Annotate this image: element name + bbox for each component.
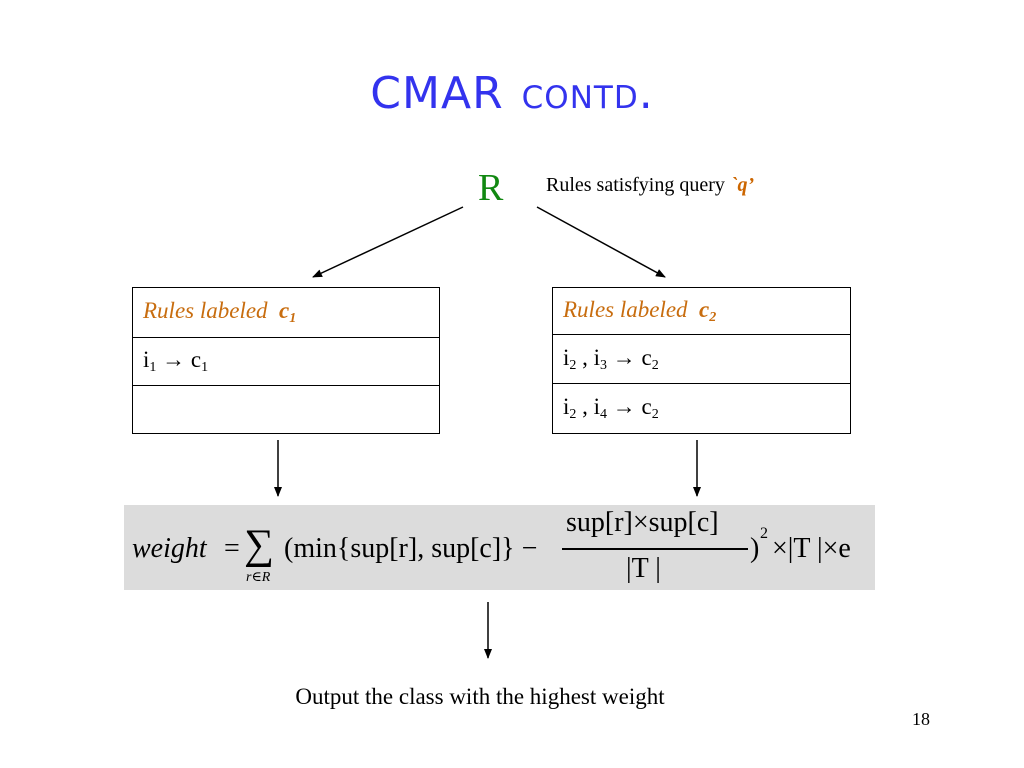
arrow-to-table1 [312, 206, 464, 278]
table2-row-2: i2 , i4 → c2 [552, 383, 851, 434]
formula-numerator: sup[r]×sup[c] [566, 507, 719, 538]
rule-set-description: Rules satisfying query`q’ [546, 174, 754, 197]
output-caption: Output the class with the highest weight [295, 684, 665, 709]
formula-rest: ×|T |×e [772, 533, 851, 564]
query-label: `q’ [730, 174, 755, 196]
formula-lhs: weight [132, 533, 207, 564]
table1-row-empty [132, 385, 440, 434]
table1-header: Rules labeled c1 [132, 287, 440, 338]
arrow-to-table2 [536, 206, 666, 278]
table2-header: Rules labeled c2 [552, 287, 851, 335]
rule-set-label: R [478, 167, 504, 209]
rule-set-description-text: Rules satisfying query [546, 174, 725, 196]
slide-title: CMAR contd. [0, 68, 1024, 119]
formula-denominator: |T | [626, 553, 661, 584]
formula-fraction-bar [562, 548, 748, 550]
formula-power: 2 [760, 525, 768, 542]
title-sub: contd. [521, 68, 654, 119]
weight-formula: weight = ∑ r∈R (min{sup[r], sup[c]} − su… [124, 505, 875, 590]
formula-tail: ) [750, 533, 760, 564]
table1-row-1: i1 → c1 [132, 337, 440, 386]
formula-sigma: ∑ [244, 522, 274, 568]
rules-table-c2: Rules labeled c2 i2 , i3 → c2 i2 , i4 → … [552, 287, 851, 434]
page-number: 18 [912, 709, 930, 729]
rules-table-c1: Rules labeled c1 i1 → c1 [132, 287, 440, 434]
table2-row-1: i2 , i3 → c2 [552, 334, 851, 384]
formula-body: (min{sup[r], sup[c]} − [284, 533, 538, 564]
title-main: CMAR [370, 68, 504, 119]
formula-sigma-sub: r∈R [246, 570, 271, 585]
formula-equals: = [224, 533, 240, 564]
